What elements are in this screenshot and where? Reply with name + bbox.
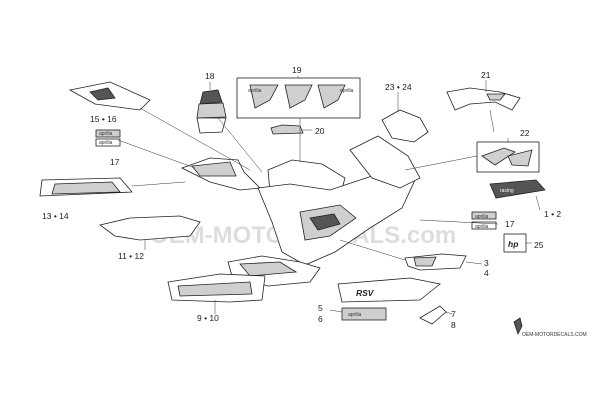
part-3-4-decal [404, 253, 467, 271]
part-13-14-side-decal [39, 177, 133, 197]
decal-1-2-text: racing [500, 188, 514, 194]
label-15-16: 15 • 16 [90, 114, 117, 124]
label-7: 7 [451, 309, 456, 319]
label-23-24: 23 • 24 [385, 82, 412, 92]
part-9-10-decal [167, 273, 266, 303]
part-20-decal [270, 124, 304, 135]
label-17-right: 17 [505, 219, 515, 229]
part-1-2-sponsor-decal: racing [489, 179, 546, 199]
part-7-8-decal [419, 305, 447, 325]
part-17-brand-stickers-right: aprilia aprilia [471, 211, 497, 230]
sticker-17-brand-2: aprilia [99, 140, 113, 146]
part-21-tail [446, 87, 521, 111]
footer-logo-text: OEM-MOTORDECALS.COM [522, 332, 587, 338]
decal-19-brand-1: aprilia [248, 88, 262, 94]
label-3: 3 [484, 258, 489, 268]
label-17-left: 17 [110, 157, 120, 167]
leader-lines [117, 76, 541, 315]
label-4: 4 [484, 268, 489, 278]
sticker-17b-brand-2: aprilia [475, 224, 489, 230]
footer-logo: OEM-MOTORDECALS.COM [513, 317, 587, 338]
sticker-17b-brand-1: aprilia [475, 214, 489, 220]
part-11-12-lower-panel [99, 215, 201, 241]
part-labels: 18 19 20 21 22 23 • 24 15 • 16 17 13 • 1… [42, 65, 561, 330]
part-17-brand-stickers-left: aprilia aprilia [95, 129, 121, 147]
label-9-10: 9 • 10 [197, 313, 219, 323]
part-25-logo-decal: hp [503, 233, 527, 253]
label-1-2: 1 • 2 [544, 209, 561, 219]
label-6: 6 [318, 314, 323, 324]
label-13-14: 13 • 14 [42, 211, 69, 221]
footer-logo-icon [513, 317, 523, 336]
label-25: 25 [534, 240, 544, 250]
decal-19-brand-2: aprilia [340, 88, 354, 94]
part-5-6-rsv-decal: RSV aprilia [337, 277, 441, 321]
decal-5-6-brand: aprilia [348, 312, 362, 318]
decal-rsv-text: RSV [356, 288, 375, 298]
label-18: 18 [205, 71, 215, 81]
sticker-17-brand-1: aprilia [99, 131, 113, 137]
part-18-seat-pads [196, 89, 227, 134]
part-19-decal-sheet: aprilia aprilia [236, 77, 361, 119]
svg-text:hp: hp [508, 239, 518, 249]
part-22-decal-sheet [476, 141, 540, 173]
label-20: 20 [315, 126, 325, 136]
part-23-24-windscreen [381, 109, 429, 143]
label-19: 19 [292, 65, 302, 75]
label-11-12: 11 • 12 [118, 251, 144, 261]
label-5: 5 [318, 303, 323, 313]
label-22: 22 [520, 128, 530, 138]
label-8: 8 [451, 320, 456, 330]
part-15-16-decal [68, 81, 151, 111]
motorcycle-fairing [180, 135, 421, 287]
label-21: 21 [481, 70, 491, 80]
